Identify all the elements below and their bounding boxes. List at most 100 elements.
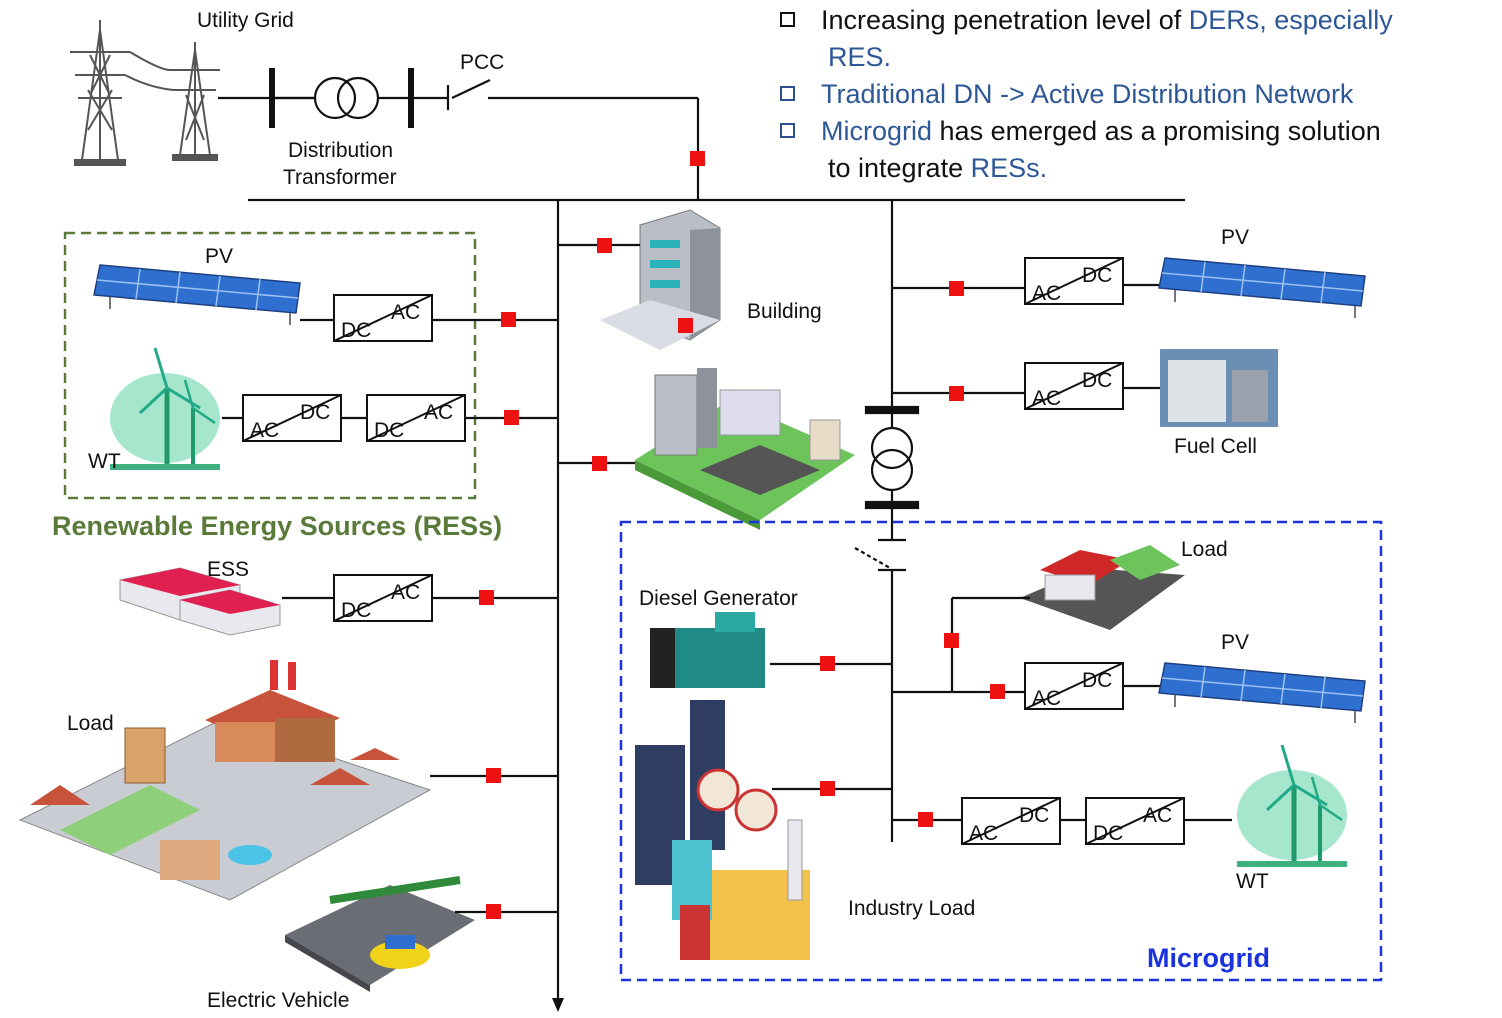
breaker-icon	[486, 768, 501, 783]
microgrid-transformer-icon	[854, 405, 920, 842]
breaker-icon	[690, 151, 705, 166]
converter-ac-label: AC	[969, 822, 998, 845]
utility-grid-towers-icon	[70, 20, 220, 166]
breaker-icon	[501, 312, 516, 327]
converter-ac-label: AC	[250, 419, 279, 442]
commercial-load-icon	[1020, 545, 1185, 630]
bullet-1-text: Increasing penetration level of	[821, 5, 1189, 35]
industry-load-icon	[635, 700, 810, 960]
pcc-switch-icon	[446, 79, 491, 110]
pcc-label: PCC	[460, 51, 504, 74]
wind-turbine-mg-icon	[1237, 745, 1347, 867]
converter-dc-label: DC	[1082, 264, 1112, 287]
pv-mg-label: PV	[1221, 631, 1249, 654]
converter-wt-mg-2: AC DC	[1085, 797, 1185, 845]
converter-dc-label: DC	[1019, 804, 1049, 827]
fuel-cell-label: Fuel Cell	[1174, 435, 1257, 458]
checkbox-bullet-icon	[780, 123, 795, 138]
bullet-1-highlight: DERs, especially	[1188, 5, 1393, 35]
wind-turbine-left-icon	[110, 348, 220, 470]
converter-ac-label: AC	[1032, 687, 1061, 710]
distribution-transformer-icon	[275, 76, 380, 120]
bullet-2: Traditional DN -> Active Distribution Ne…	[780, 76, 1353, 113]
res-group-box	[63, 231, 477, 500]
microgrid-title: Microgrid	[1147, 943, 1270, 973]
feeder-arrow-icon	[552, 998, 564, 1012]
converter-wt-left-1: DC AC	[242, 394, 342, 442]
breaker-icon	[944, 633, 959, 648]
bullet-1-highlight-2: RES.	[828, 42, 892, 72]
bus-bar-left	[269, 68, 275, 128]
bullet-3: Microgrid has emerged as a promising sol…	[780, 113, 1381, 187]
ev-charging-icon	[285, 876, 475, 992]
fuel-cell-icon	[1160, 349, 1278, 427]
converter-wt-mg-1: DC AC	[961, 797, 1061, 845]
transformer-label-line1: Distribution	[288, 139, 393, 162]
converter-fuel-cell: DC AC	[1024, 362, 1124, 410]
industry-label: Industry Load	[848, 897, 975, 920]
converter-ac-label: AC	[1032, 282, 1061, 305]
ess-battery-icon	[119, 567, 281, 636]
converter-dc-label: DC	[300, 401, 330, 424]
building-icon	[600, 209, 721, 350]
converter-dc-label: DC	[1093, 822, 1123, 845]
converter-ac-label: AC	[424, 401, 453, 424]
circuit-breakers	[479, 151, 1005, 919]
pv-panel-left-icon	[93, 264, 301, 326]
breaker-icon	[918, 812, 933, 827]
breaker-icon	[949, 281, 964, 296]
bullet-1: Increasing penetration level of DERs, es…	[780, 2, 1393, 76]
res-title: Renewable Energy Sources (RESs)	[52, 511, 502, 541]
residential-load-icon	[18, 660, 432, 901]
checkbox-bullet-icon	[780, 86, 795, 101]
pv-right-label: PV	[1221, 226, 1249, 249]
pv-panel-mg-icon	[1158, 662, 1366, 724]
converter-pv-mg: DC AC	[1024, 662, 1124, 710]
converter-pv-right: DC AC	[1024, 257, 1124, 305]
converter-dc-label: DC	[374, 419, 404, 442]
utility-grid-label: Utility Grid	[197, 9, 294, 32]
converter-ac-label: AC	[391, 581, 420, 604]
converter-ac-label: AC	[1032, 387, 1061, 410]
converter-dc-label: DC	[341, 319, 371, 342]
bullet-2-text: Traditional DN -> Active Distribution Ne…	[821, 79, 1354, 109]
bullet-3-highlight-2: RESs.	[970, 153, 1048, 183]
converter-dc-label: DC	[1082, 669, 1112, 692]
converter-pv-left: AC DC	[333, 294, 433, 342]
city-block-icon	[635, 368, 855, 530]
converter-ac-label: AC	[391, 301, 420, 324]
breaker-icon	[820, 781, 835, 796]
diesel-generator-icon	[650, 612, 765, 688]
converter-ac-label: AC	[1143, 804, 1172, 827]
checkbox-bullet-icon	[780, 12, 795, 27]
converter-dc-label: DC	[341, 599, 371, 622]
wt-mg-label: WT	[1236, 870, 1269, 893]
converter-wt-left-2: AC DC	[366, 394, 466, 442]
converter-dc-label: DC	[1082, 369, 1112, 392]
pv-panel-right-icon	[1158, 257, 1366, 319]
bullet-3-text: has emerged as a promising solution	[932, 116, 1381, 146]
converter-ess: AC DC	[333, 574, 433, 622]
breaker-icon	[949, 386, 964, 401]
breaker-icon	[486, 904, 501, 919]
bullet-3-text-2: to integrate	[828, 153, 971, 183]
ess-label: ESS	[207, 558, 249, 581]
load-mg-label: Load	[1181, 538, 1228, 561]
breaker-icon	[479, 590, 494, 605]
breaker-icon	[990, 684, 1005, 699]
breaker-icon	[820, 656, 835, 671]
ev-label: Electric Vehicle	[207, 989, 349, 1012]
wt-left-label: WT	[88, 450, 121, 473]
diesel-label: Diesel Generator	[639, 587, 798, 610]
load-left-label: Load	[67, 712, 114, 735]
breaker-icon	[597, 238, 612, 253]
bus-bar-right	[408, 68, 414, 128]
transformer-label-line2: Transformer	[283, 166, 397, 189]
pv-left-label: PV	[205, 245, 233, 268]
breaker-icon	[504, 410, 519, 425]
breaker-icon	[592, 456, 607, 471]
breaker-icon	[678, 318, 693, 333]
bullet-3-highlight: Microgrid	[821, 116, 933, 146]
